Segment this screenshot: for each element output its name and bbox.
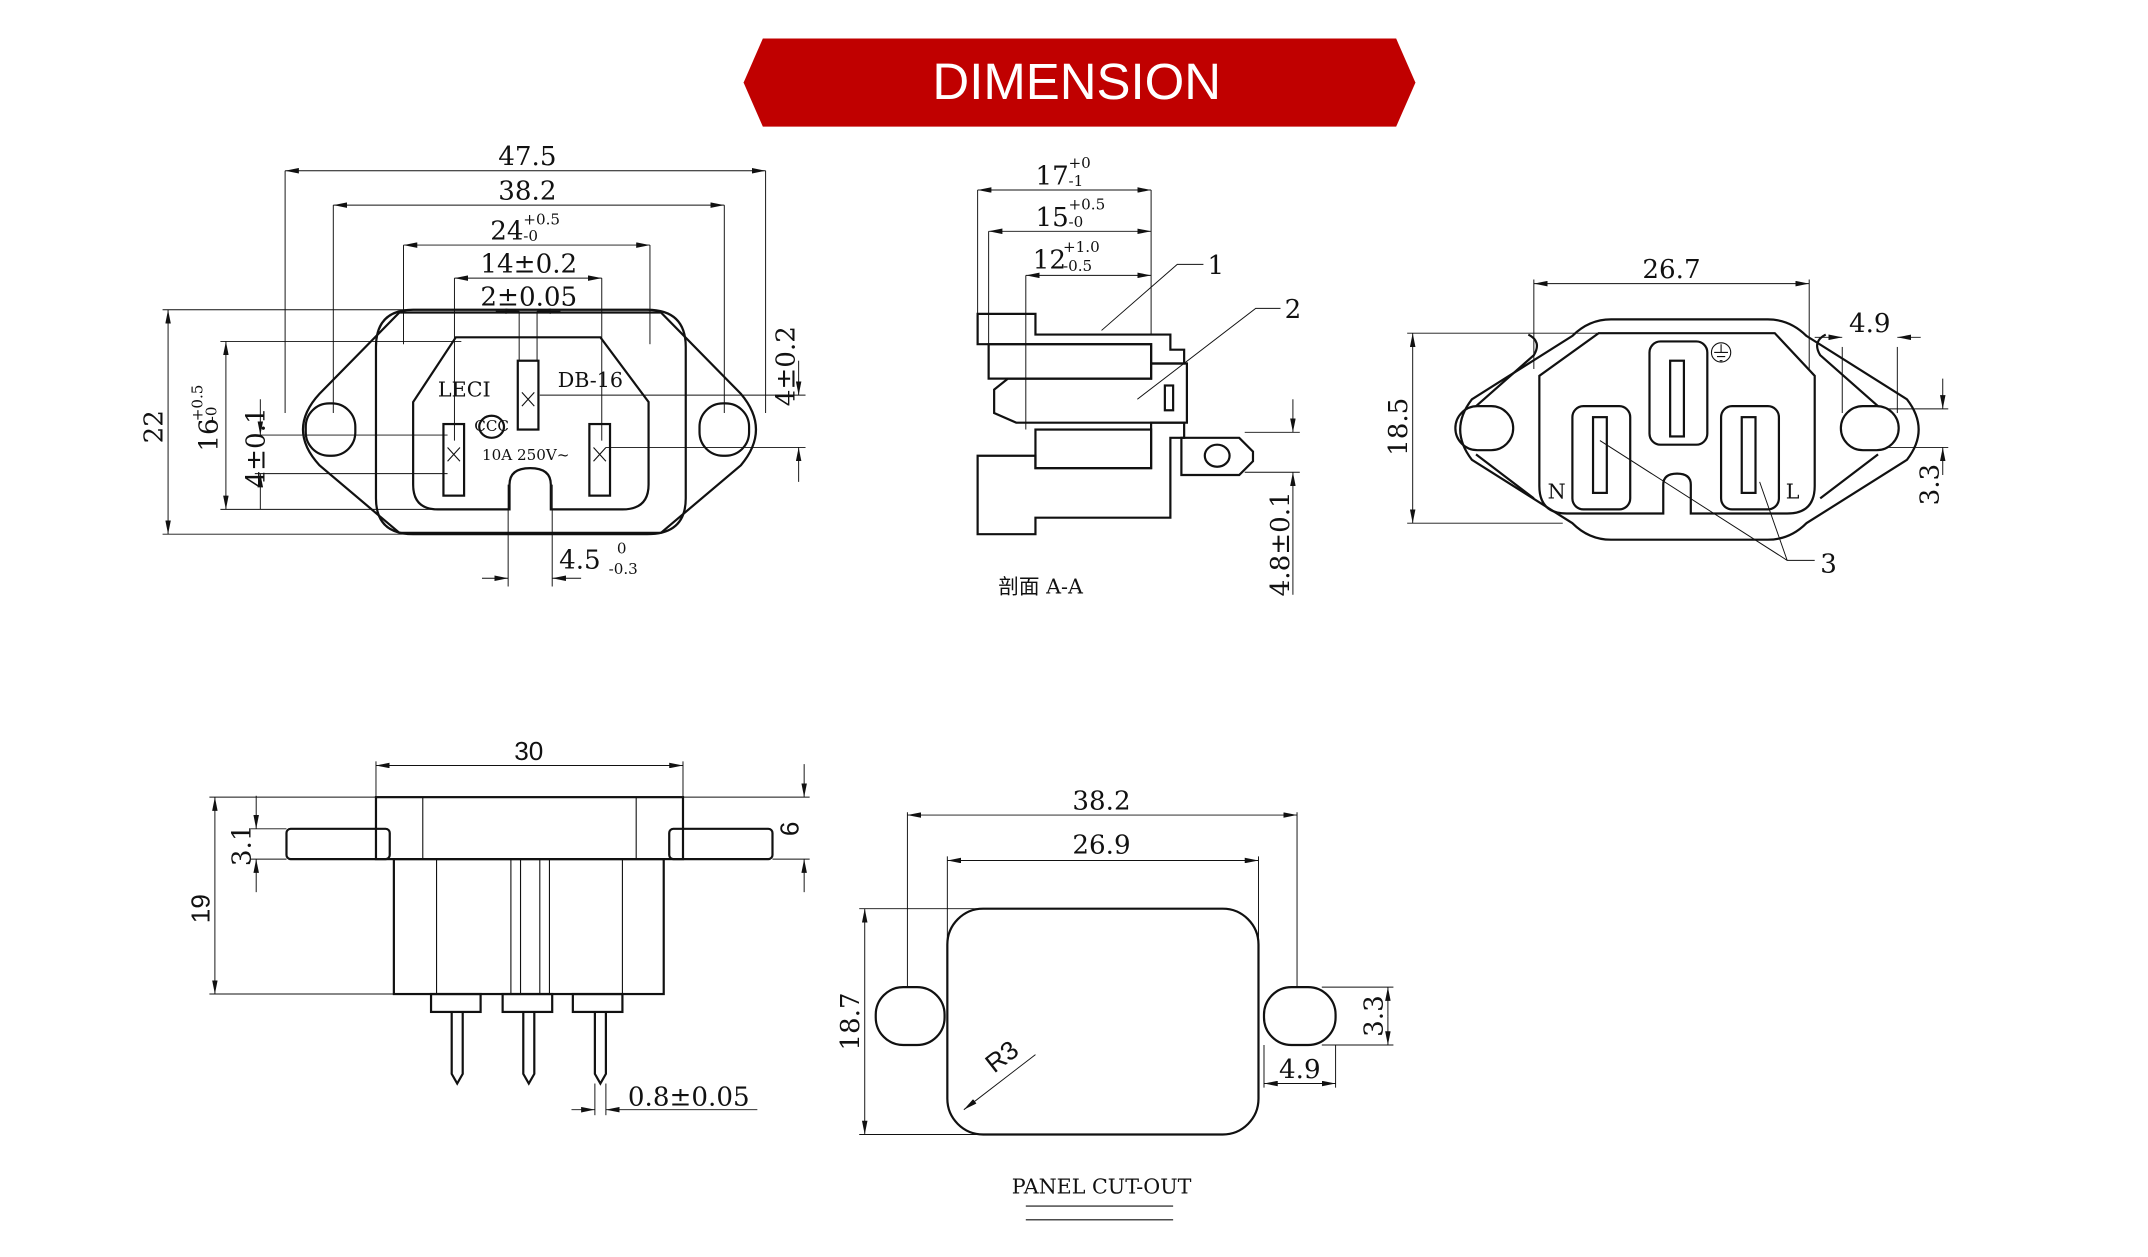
dim-depth-17-lower: -1 [1068, 172, 1083, 190]
dim-corner-radius: R3 [979, 1034, 1024, 1078]
dim-rear-hole-height: 3.3 [1916, 464, 1946, 506]
dim-depth-12-upper: +1.0 [1063, 238, 1100, 256]
dim-body-width: 24 [490, 217, 523, 247]
contact-window [1163, 384, 1175, 412]
front-view: LECI DB-16 10A 250V~ CCC 47.5 38.2 24 +0… [140, 142, 806, 587]
dim-pin-pitch: 14±0.2 [480, 250, 577, 280]
callout-1: 1 [1208, 251, 1225, 281]
rear-rib-right [1816, 333, 1879, 500]
dim-side-flange-thickness: 3.1 [228, 825, 258, 867]
rear-pin-earth [1648, 340, 1709, 446]
dim-earth-pin-width: 2±0.05 [480, 283, 577, 313]
dim-cutout-hole-width: 4.9 [1279, 1055, 1321, 1085]
cutout-main [946, 907, 1260, 1136]
mount-hole-left [304, 402, 357, 457]
dim-inner-height-upper: +0.5 [188, 385, 206, 422]
cutout-hole-left [874, 986, 946, 1047]
rear-body-outline [1538, 332, 1816, 515]
banner-title: DIMENSION [932, 53, 1221, 110]
dim-depth-15: 15 [1035, 203, 1068, 233]
dim-overall-height: 22 [140, 410, 170, 443]
ccc-cert-logo: CCC [474, 414, 509, 439]
dim-inner-height: 16 [195, 418, 225, 451]
side-flange-left [285, 827, 391, 861]
dim-rear-height: 18.5 [1384, 398, 1414, 456]
solder-terminal [1180, 436, 1255, 477]
cutout-hole-right [1262, 986, 1337, 1047]
pin-label-neutral: N [1548, 479, 1566, 503]
dim-depth-12: 12 [1033, 245, 1066, 275]
dim-body-width-lower: -0 [523, 227, 538, 245]
dim-overall-width: 47.5 [498, 142, 556, 172]
cavity-lower [1034, 428, 1153, 470]
pin-slot-earth [516, 359, 540, 431]
section-caption: 剖面 A-A [998, 574, 1084, 598]
earth-icon [1710, 342, 1732, 363]
dim-earth-offset: 4±0.2 [772, 326, 802, 406]
terminal-hole [1203, 443, 1231, 468]
rear-rib-left [1475, 333, 1539, 500]
rear-pin-live [1719, 405, 1781, 511]
dim-terminal-width: 4.8±0.1 [1266, 491, 1296, 596]
dim-depth-12-lower: -0.5 [1063, 257, 1092, 275]
side-flange-right [668, 827, 774, 861]
dim-depth-15-upper: +0.5 [1068, 195, 1105, 213]
rear-pin-neutral [1571, 405, 1632, 511]
side-view: 30 19 3.1 6 0.8±0.05 [185, 736, 810, 1116]
panel-cutout-view: 38.2 26.9 18.7 R3 4.9 3.3 PANEL CUT-OUT [836, 787, 1394, 1221]
dim-pin-diameter: 0.8±0.05 [628, 1083, 750, 1113]
dim-cutout-hole-pitch: 38.2 [1072, 787, 1130, 817]
dim-rear-hole-width: 4.9 [1849, 309, 1891, 339]
rating-marking: 10A 250V~ [482, 446, 569, 464]
dim-cutout-hole-height: 3.3 [1359, 995, 1389, 1037]
pin-label-live: L [1786, 479, 1800, 503]
dim-depth-17-upper: +0 [1068, 154, 1090, 172]
dim-depth-15-lower: -0 [1068, 213, 1083, 231]
flange-outline [301, 311, 758, 534]
dim-inner-height-lower: -0 [202, 407, 220, 422]
brand-marking: LECI [438, 378, 491, 402]
socket-cavity [412, 336, 650, 511]
banner-shape [743, 38, 1416, 127]
dim-side-flange-height: 6 [775, 822, 805, 837]
side-body [392, 858, 665, 996]
model-marking: DB-16 [558, 368, 623, 392]
dim-notch-upper: 0 [617, 539, 627, 557]
title-banner: DIMENSION [743, 38, 1416, 127]
body-outline [374, 308, 687, 536]
rear-flange-outline [1459, 318, 1920, 541]
cavity-upper [987, 343, 1153, 380]
panel-cutout-caption: PANEL CUT-OUT [1012, 1175, 1192, 1199]
rear-view: N L 3 26.7 18.5 4.9 3.3 [1384, 255, 1949, 580]
callout-3: 3 [1820, 550, 1837, 580]
callout-2: 2 [1285, 295, 1302, 325]
pin-slot-live [588, 422, 612, 497]
ccc-logo-text: CCC [474, 417, 509, 435]
dim-cutout-width: 26.9 [1072, 831, 1130, 861]
pin-slot-neutral [442, 422, 466, 497]
side-pins [429, 992, 624, 1086]
dim-body-width-upper: +0.5 [523, 210, 560, 228]
dim-rear-width: 26.7 [1642, 255, 1700, 285]
rear-hole-left [1454, 405, 1515, 452]
rear-hole-right [1839, 405, 1900, 452]
dim-hole-pitch: 38.2 [498, 177, 556, 207]
dim-side-total-height: 19 [185, 894, 215, 923]
dim-depth-17: 17 [1035, 161, 1068, 191]
dim-notch-width: 4.5 [559, 546, 601, 576]
side-front-plate [374, 796, 685, 861]
contact-hatch [993, 362, 1188, 424]
dim-cutout-height: 18.7 [836, 992, 866, 1050]
housing-bottom-hatch [976, 421, 1186, 536]
dim-side-width: 30 [514, 736, 543, 766]
dim-pin-offset: 4±0.1 [241, 407, 271, 487]
dim-notch-lower: -0.3 [609, 560, 638, 578]
housing-top-hatch [976, 312, 1186, 365]
section-view: 17 +0 -1 15 +0.5 -0 12 +1.0 -0.5 1 2 4.8… [976, 154, 1302, 598]
